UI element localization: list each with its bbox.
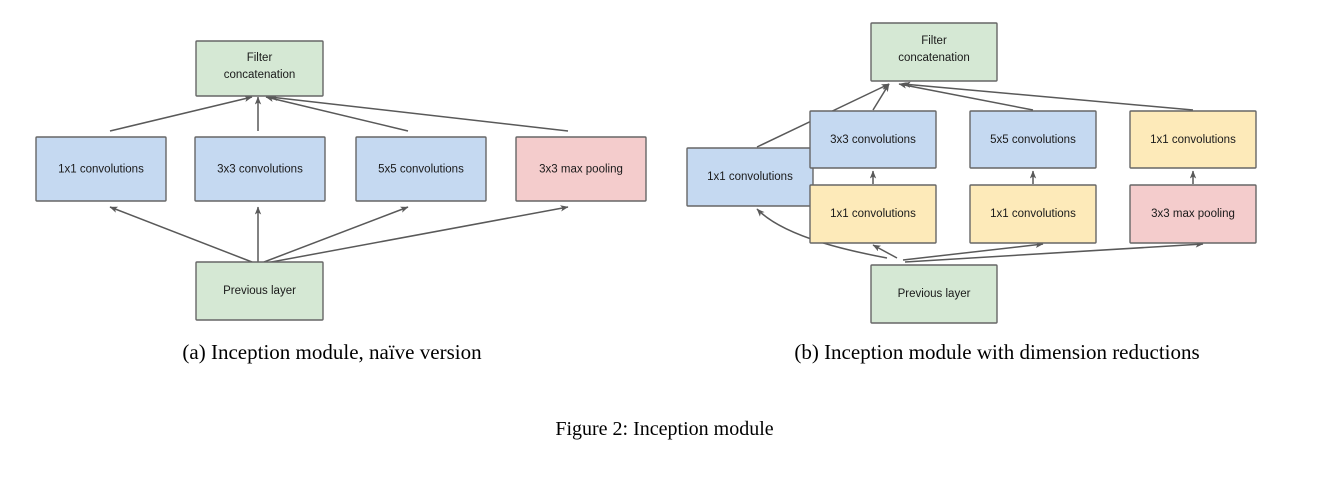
- node-conv1x1-a-box[interactable]: [35, 136, 167, 202]
- edge-conv5x5-to-concat: [265, 95, 409, 132]
- node-maxpool-a[interactable]: 3x3 max pooling: [515, 136, 647, 202]
- node-filter-concatenation-a[interactable]: Filter concatenation: [195, 40, 324, 97]
- node-conv3x3-b[interactable]: 3x3 convolutions: [809, 110, 937, 169]
- node-conv5x5-b-box[interactable]: [969, 110, 1097, 169]
- node-filter-concatenation-a-label-line1: Filter: [247, 52, 273, 64]
- node-filter-concatenation-b-label-line2: concatenation: [898, 52, 970, 64]
- node-filter-concatenation-a-box[interactable]: [195, 40, 324, 97]
- node-maxpool-b-box[interactable]: [1129, 184, 1257, 244]
- node-previous-layer-a[interactable]: Previous layer: [195, 261, 324, 321]
- node-conv3x3-b-label: 3x3 convolutions: [830, 134, 916, 146]
- inception-dimreduce-diagram: Filter concatenation 1x1 convolutions 3x…: [686, 22, 1257, 324]
- node-previous-layer-b-box[interactable]: [870, 264, 998, 324]
- node-conv5x5-a[interactable]: 5x5 convolutions: [355, 136, 487, 202]
- node-previous-layer-b[interactable]: Previous layer: [870, 264, 998, 324]
- edge-maxpool-to-concat: [269, 94, 569, 132]
- node-filter-concatenation-b-box[interactable]: [870, 22, 998, 82]
- node-conv1x1-a[interactable]: 1x1 convolutions: [35, 136, 167, 202]
- node-conv1x1-left-b-box[interactable]: [686, 147, 814, 207]
- node-conv1x1-left-b[interactable]: 1x1 convolutions: [686, 147, 814, 207]
- node-filter-concatenation-a-label-line2: concatenation: [224, 69, 296, 81]
- edge-conv5x5-to-concat: [898, 82, 1034, 111]
- node-maxpool-a-box[interactable]: [515, 136, 647, 202]
- node-filter-concatenation-b-label-line1: Filter: [921, 35, 947, 47]
- edge-prev-to-maxpool: [265, 205, 569, 264]
- node-conv1x1-right-b-label: 1x1 convolutions: [1150, 134, 1236, 146]
- edge-conv3x3-to-concat: [872, 83, 890, 111]
- node-conv1x1-right-b-box[interactable]: [1129, 110, 1257, 169]
- node-previous-layer-a-box[interactable]: [195, 261, 324, 321]
- inception-naive-diagram: Filter concatenation 1x1 convolutions 3x…: [35, 40, 647, 321]
- node-conv1x1-left-b-label: 1x1 convolutions: [707, 171, 793, 183]
- subfigure-caption-a: (a) Inception module, naïve version: [182, 340, 482, 364]
- node-conv1x1-right-b[interactable]: 1x1 convolutions: [1129, 110, 1257, 169]
- edges-top-a: [109, 94, 569, 132]
- edge-prev-to-conv1x1: [109, 206, 253, 263]
- edges-mid-b: [869, 170, 1197, 184]
- node-conv5x5-b[interactable]: 5x5 convolutions: [969, 110, 1097, 169]
- edge-prev-to-conv5x5: [263, 206, 409, 263]
- node-conv5x5-a-box[interactable]: [355, 136, 487, 202]
- node-conv1x1-a-label: 1x1 convolutions: [58, 164, 144, 176]
- node-conv5x5-a-label: 5x5 convolutions: [378, 164, 464, 176]
- node-maxpool-b-label: 3x3 max pooling: [1151, 208, 1235, 220]
- node-reduce1x1-b-b-box[interactable]: [969, 184, 1097, 244]
- edge-conv1x1-right-to-concat: [902, 81, 1194, 111]
- edge-prev-to-maxpool: [904, 241, 1204, 263]
- node-reduce1x1-b-b-label: 1x1 convolutions: [990, 208, 1076, 220]
- node-reduce1x1-b-b[interactable]: 1x1 convolutions: [969, 184, 1097, 244]
- edge-conv1x1-to-concat: [109, 95, 253, 132]
- edges-bottom-a: [109, 205, 569, 264]
- edge-prev-to-reduce1x1-a: [872, 244, 898, 259]
- node-filter-concatenation-b[interactable]: Filter concatenation: [870, 22, 998, 82]
- node-reduce1x1-a-b-box[interactable]: [809, 184, 937, 244]
- node-conv3x3-a[interactable]: 3x3 convolutions: [194, 136, 326, 202]
- node-conv3x3-a-box[interactable]: [194, 136, 326, 202]
- node-maxpool-a-label: 3x3 max pooling: [539, 164, 623, 176]
- node-reduce1x1-a-b[interactable]: 1x1 convolutions: [809, 184, 937, 244]
- node-conv3x3-a-label: 3x3 convolutions: [217, 164, 303, 176]
- node-conv5x5-b-label: 5x5 convolutions: [990, 134, 1076, 146]
- node-maxpool-b[interactable]: 3x3 max pooling: [1129, 184, 1257, 244]
- node-reduce1x1-a-b-label: 1x1 convolutions: [830, 208, 916, 220]
- edge-prev-to-reduce1x1-b: [902, 241, 1044, 261]
- node-previous-layer-a-label: Previous layer: [223, 285, 296, 297]
- subfigure-caption-b: (b) Inception module with dimension redu…: [794, 340, 1200, 364]
- node-conv3x3-b-box[interactable]: [809, 110, 937, 169]
- node-previous-layer-b-label: Previous layer: [898, 288, 971, 300]
- figure-caption: Figure 2: Inception module: [555, 418, 774, 440]
